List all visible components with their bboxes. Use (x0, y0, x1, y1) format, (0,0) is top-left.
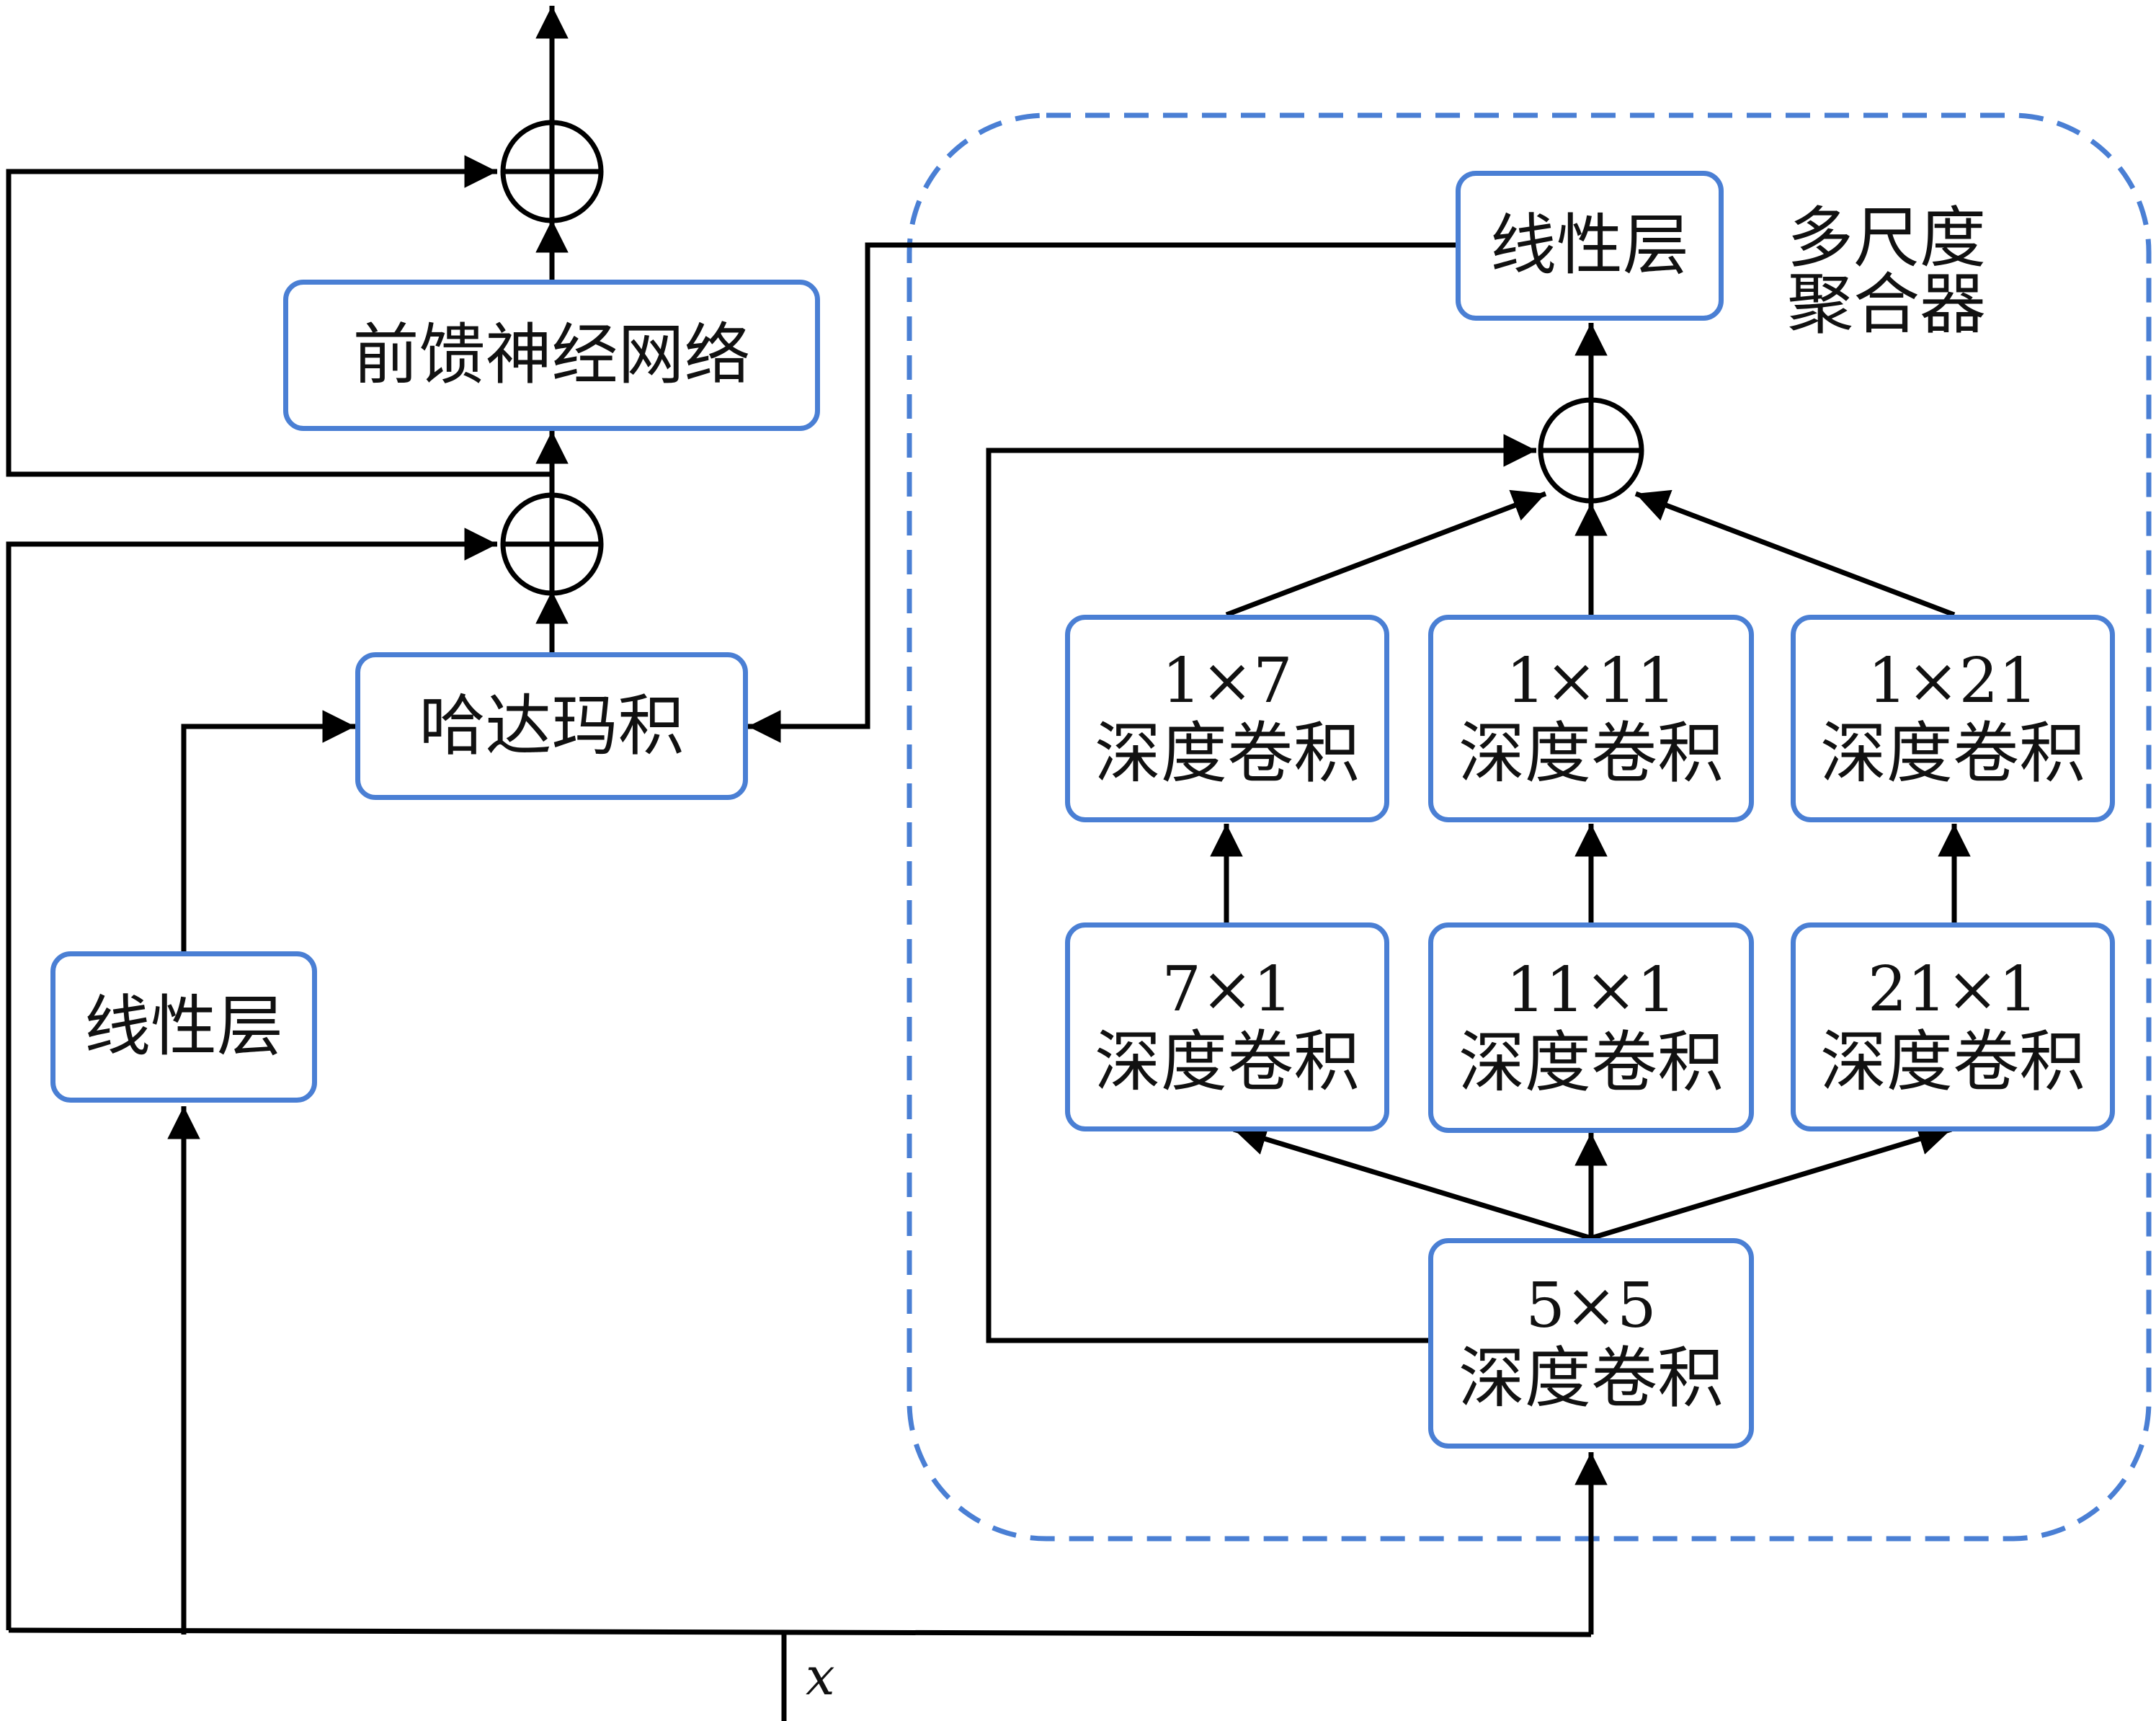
left-linear-box: 线性层 (50, 951, 317, 1103)
conv-21x1-label: 深度卷积 (1819, 1023, 2085, 1100)
aggregator-linear-label: 线性层 (1489, 207, 1689, 285)
arrow-1x21-to-sum (1634, 489, 1956, 618)
conv-skip-line (986, 434, 1536, 1343)
left-linear-label: 线性层 (84, 988, 283, 1066)
kernel-7x1: 7×1 (1162, 953, 1293, 1026)
conv-1x21-label: 深度卷积 (1819, 714, 2085, 792)
arrow-linear-to-hadamard (181, 710, 355, 951)
add-nodes (500, 120, 1644, 596)
aggregator-title-line2: 聚合器 (1787, 266, 1987, 343)
ffn-label: 前馈神经网络 (352, 316, 751, 394)
kernel-5x5: 5×5 (1525, 1270, 1657, 1343)
aggregator-add-node (1538, 397, 1644, 504)
kernel-1x21: 1×21 (1867, 645, 2039, 718)
middle-add-node (500, 492, 604, 596)
conv-7x1-box: 7×1 深度卷积 (1065, 922, 1389, 1131)
conv-7x1-label: 深度卷积 (1094, 1023, 1360, 1100)
aggregator-title-line1: 多尺度 (1787, 200, 1987, 277)
ffn-skip-line (6, 155, 552, 477)
hadamard-label: 哈达玛积 (419, 687, 685, 765)
conv-21x1-box: 21×1 深度卷积 (1791, 922, 2115, 1131)
conv-1x11-box: 1×11 深度卷积 (1428, 615, 1754, 822)
ffn-box: 前馈神经网络 (283, 280, 820, 431)
kernel-1x11: 1×11 (1505, 645, 1677, 718)
aggregator-title: 多尺度 聚合器 (1787, 205, 1986, 338)
kernel-1x7: 1×7 (1162, 645, 1293, 718)
conv-1x7-box: 1×7 深度卷积 (1065, 615, 1389, 822)
conv-5x5-label: 深度卷积 (1458, 1339, 1724, 1417)
hadamard-box: 哈达玛积 (355, 652, 748, 800)
top-add-node (500, 120, 604, 223)
conv-11x1-label: 深度卷积 (1458, 1023, 1724, 1101)
aggregator-dashed-border (906, 112, 2152, 1542)
input-bus-line (6, 528, 497, 1630)
bottom-bus-line (8, 1627, 1592, 1637)
conv-1x11-label: 深度卷积 (1458, 714, 1724, 792)
kernel-21x1: 21×1 (1867, 953, 2039, 1026)
aggregator-linear-box: 线性层 (1456, 171, 1724, 321)
input-label: x (806, 1646, 835, 1707)
conv-11x1-box: 11×1 深度卷积 (1428, 922, 1754, 1133)
arrow-5x5-to-21x1 (1590, 1123, 1953, 1241)
conv-1x21-box: 1×21 深度卷积 (1791, 615, 2115, 822)
arrow-1x7-to-sum (1225, 489, 1547, 618)
arrow-5x5-to-7x1 (1232, 1123, 1592, 1241)
arrow-aggregator-to-hadamard (748, 242, 1456, 743)
conv-5x5-box: 5×5 深度卷积 (1428, 1238, 1754, 1449)
kernel-11x1: 11×1 (1505, 954, 1677, 1027)
conv-1x7-label: 深度卷积 (1094, 714, 1360, 792)
